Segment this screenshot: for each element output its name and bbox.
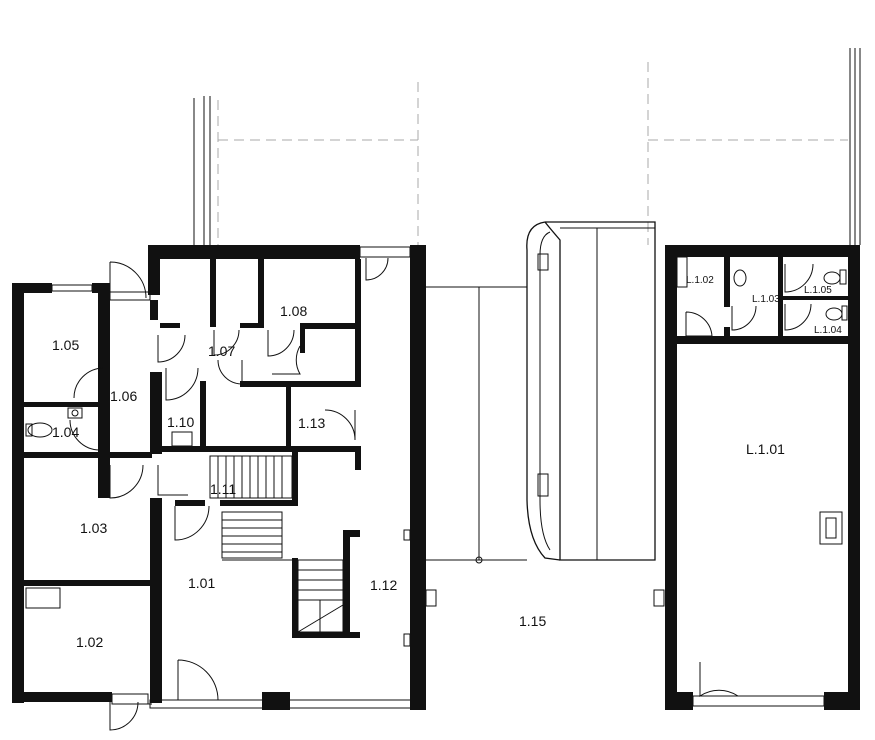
room-label-1-11: 1.11 xyxy=(210,481,236,497)
room-label-1-04: 1.04 xyxy=(52,424,79,440)
door-swings-right xyxy=(685,263,814,697)
site-outline-dashed xyxy=(217,62,848,245)
fence-lines xyxy=(193,48,861,245)
room-label-1-05: 1.05 xyxy=(52,337,79,353)
room-label-L-1-03: L.1.03 xyxy=(752,294,780,305)
room-label-1-15: 1.15 xyxy=(519,613,546,629)
room-label-1-02: 1.02 xyxy=(76,634,103,650)
fixtures-right xyxy=(733,269,848,545)
room-labels: 1.05 1.06 1.04 1.03 1.02 1.07 1.08 1.10 … xyxy=(52,275,842,650)
canopy-structure xyxy=(426,221,665,607)
room-label-1-03: 1.03 xyxy=(80,520,107,536)
main-building-walls xyxy=(12,245,426,710)
room-label-L-1-05: L.1.05 xyxy=(804,285,832,296)
fixtures-main xyxy=(25,407,437,647)
room-label-1-01: 1.01 xyxy=(188,575,215,591)
staircase-1-11 xyxy=(209,455,344,633)
room-label-1-13: 1.13 xyxy=(298,415,325,431)
room-label-1-08: 1.08 xyxy=(280,303,307,319)
room-label-1-12: 1.12 xyxy=(370,577,397,593)
door-swings-main xyxy=(69,257,389,731)
room-label-L-1-04: L.1.04 xyxy=(814,325,842,336)
room-label-L-1-02: L.1.02 xyxy=(686,275,714,286)
room-label-L-1-01: L.1.01 xyxy=(746,441,785,457)
right-building-walls xyxy=(665,245,860,710)
room-label-1-10: 1.10 xyxy=(167,414,194,430)
room-label-1-07: 1.07 xyxy=(208,343,235,359)
room-label-1-06: 1.06 xyxy=(110,388,137,404)
